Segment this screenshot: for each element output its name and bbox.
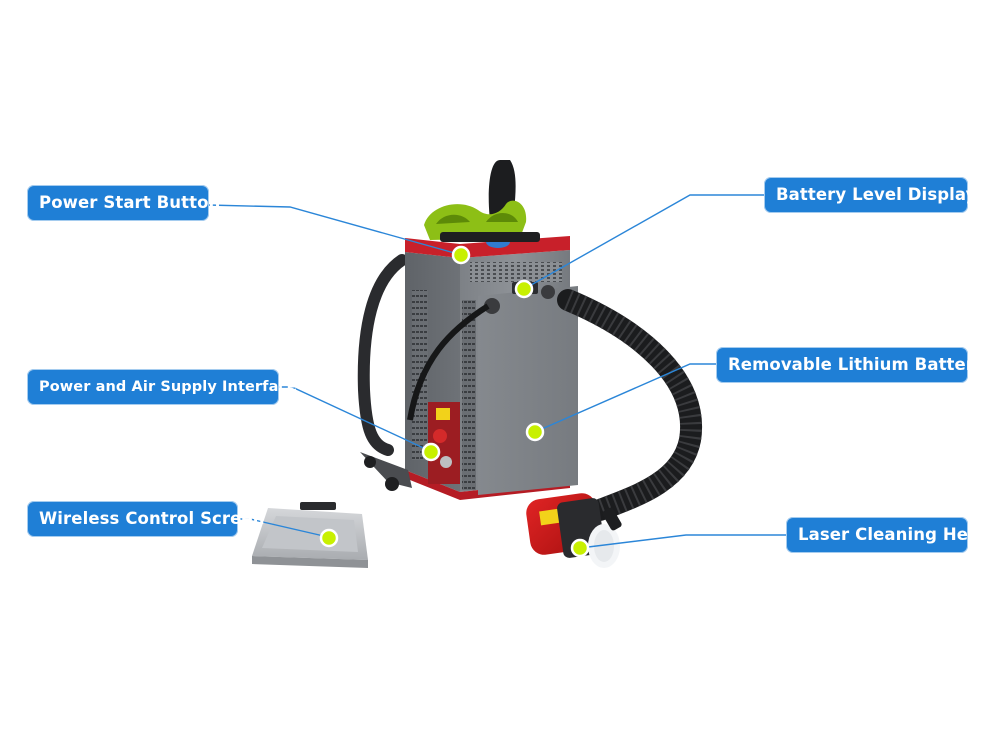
hotspot-power-start[interactable] xyxy=(451,245,471,265)
callout-wireless-control-screen: Wireless Control Screen xyxy=(27,501,265,537)
safety-goggles xyxy=(424,200,540,242)
emergency-stop-icon xyxy=(433,429,447,443)
callout-removable-lithium-battery: Removable Lithium Battery xyxy=(716,347,985,383)
leader-lines xyxy=(207,194,786,549)
wheel-stand xyxy=(360,452,412,491)
connector-knob xyxy=(541,285,555,299)
side-vents xyxy=(412,290,428,460)
callout-power-start-button: Power Start Button xyxy=(27,185,220,221)
port-icon xyxy=(440,456,452,468)
warning-label xyxy=(436,408,450,420)
red-bottom-trim xyxy=(405,470,570,500)
leader-line-laser-head xyxy=(579,534,786,549)
hotspots xyxy=(319,245,590,558)
callout-laser-cleaning-head: Laser Cleaning Head xyxy=(786,517,991,553)
leader-line-lithium-battery xyxy=(534,363,716,433)
lithium-battery-pack xyxy=(478,286,578,495)
top-vents xyxy=(470,262,562,282)
wireless-control-pad xyxy=(252,502,368,568)
leader-line-battery-display xyxy=(523,194,764,290)
battery-vents xyxy=(462,300,476,490)
hotspot-wireless[interactable] xyxy=(319,528,339,548)
leader-line-power-start xyxy=(207,204,459,255)
leader-line-power-air xyxy=(278,386,431,452)
callout-battery-level-display: Battery Level Display xyxy=(764,177,976,213)
leader-line-wireless xyxy=(237,518,329,538)
hotspot-lithium-battery[interactable] xyxy=(525,422,545,442)
inner-cable xyxy=(407,303,490,421)
laser-head xyxy=(526,493,622,568)
hotspot-battery-display[interactable] xyxy=(514,279,534,299)
laser-hose xyxy=(557,289,703,521)
hotspot-laser-head[interactable] xyxy=(570,538,590,558)
callout-power-air-supply-interface: Power and Air Supply Interface xyxy=(27,369,297,405)
hotspot-power-air[interactable] xyxy=(421,442,441,462)
connector-knob xyxy=(484,298,500,314)
